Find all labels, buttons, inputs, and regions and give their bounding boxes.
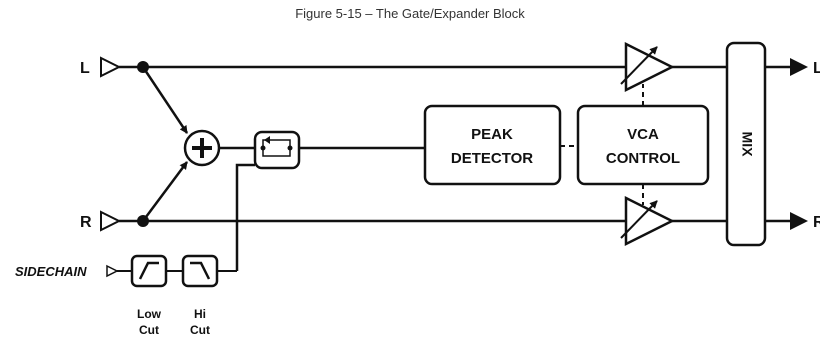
left-output-arrow-icon xyxy=(790,58,808,76)
low-cut-label-2: Cut xyxy=(139,323,159,337)
vca-control-block xyxy=(576,104,710,186)
selector-dot-right xyxy=(287,145,293,151)
output-label-right: R xyxy=(813,214,820,231)
mix-block xyxy=(725,41,767,247)
hi-cut-label-1: Hi xyxy=(194,307,206,321)
peak-detector-block xyxy=(423,104,562,186)
low-cut-curve xyxy=(138,261,159,280)
output-label-left: L xyxy=(813,60,820,77)
selector-dot-left xyxy=(260,145,266,151)
low-cut-label-1: Low xyxy=(137,307,162,321)
selector-lower-path xyxy=(262,148,291,157)
selector-upper-path xyxy=(262,139,291,148)
plus-icon xyxy=(192,138,212,158)
right-vca-icon xyxy=(624,195,675,247)
vca-control-label-1: VCA xyxy=(627,126,659,143)
sidechain-feed-line xyxy=(235,163,255,271)
vca-control-label-2: CONTROL xyxy=(606,150,680,167)
hi-cut-filter-icon xyxy=(181,254,219,288)
hi-cut-curve xyxy=(190,261,211,280)
input-label-left: L xyxy=(80,60,90,77)
input-label-right: R xyxy=(80,214,92,231)
low-cut-filter-icon xyxy=(130,254,168,288)
left-input-icon xyxy=(100,56,122,78)
left-vca-icon xyxy=(624,41,675,93)
left-to-sum-arrow xyxy=(141,66,189,134)
hi-cut-label-2: Cut xyxy=(190,323,210,337)
right-to-sum-arrow xyxy=(141,161,189,222)
peak-detector-label-2: DETECTOR xyxy=(451,150,533,167)
peak-detector-label-1: PEAK xyxy=(471,126,513,143)
mix-label: MIX xyxy=(739,132,755,158)
right-output-arrow-icon xyxy=(790,212,808,230)
figure-caption: Figure 5-15 – The Gate/Expander Block xyxy=(295,6,525,21)
right-vca-variable-arrow xyxy=(620,200,658,239)
right-input-icon xyxy=(100,210,122,232)
selector-arrow-icon xyxy=(264,136,270,144)
sidechain-label: SIDECHAIN xyxy=(15,264,87,279)
left-vca-variable-arrow xyxy=(620,46,658,85)
sidechain-input-icon xyxy=(106,264,119,278)
